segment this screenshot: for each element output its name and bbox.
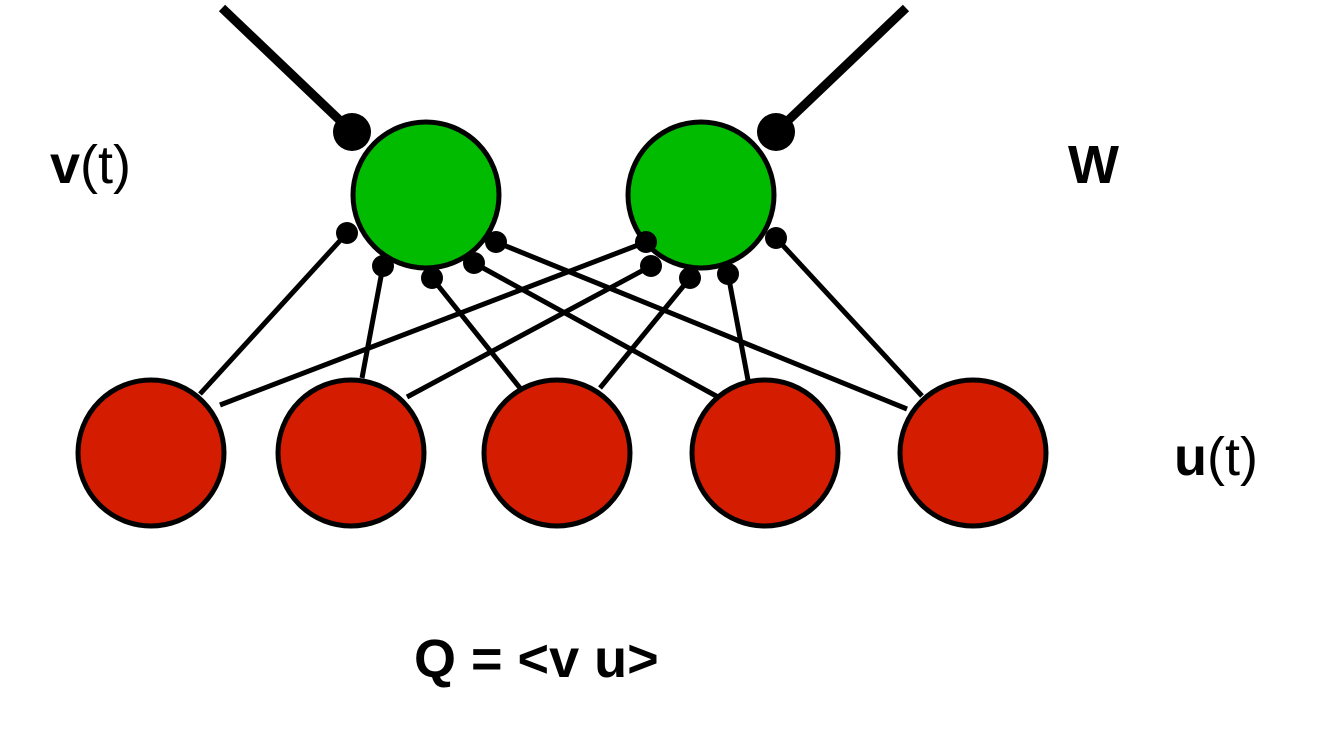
connection-u4-v1 xyxy=(472,260,720,400)
synapse-dot xyxy=(635,231,657,253)
input-symbol: u xyxy=(1174,427,1207,487)
incoming-synapse-right xyxy=(757,113,795,151)
synapse-dot xyxy=(372,255,394,277)
weight-matrix-label: W xyxy=(1068,135,1119,195)
input-neuron-2 xyxy=(275,377,427,529)
output-neuron-1 xyxy=(350,119,502,271)
synapse-dot xyxy=(717,263,739,285)
synapse-dot xyxy=(463,252,485,274)
output-time-arg: (t) xyxy=(80,135,132,195)
synapse-dot xyxy=(765,227,787,249)
output-symbol: v xyxy=(50,135,81,195)
incoming-axon-left xyxy=(218,4,356,136)
output-activity-label: v(t) xyxy=(50,138,131,192)
connection-u5-v1 xyxy=(495,239,908,412)
incoming-axon-right xyxy=(772,4,910,136)
synapse-dot xyxy=(485,231,507,253)
connection-u2-v1 xyxy=(359,265,386,379)
connection-u4-v2 xyxy=(725,273,751,381)
synapse-dot xyxy=(336,222,358,244)
output-neuron-2 xyxy=(625,119,777,271)
input-neuron-5 xyxy=(897,377,1049,529)
input-neuron-3 xyxy=(481,377,633,529)
input-time-arg: (t) xyxy=(1207,427,1258,487)
input-activity-label: u(t) xyxy=(1174,430,1258,484)
synapse-dot xyxy=(679,267,701,289)
correlation-formula: Q = <v u> xyxy=(414,629,659,689)
connection-u1-v2 xyxy=(219,239,647,408)
connection-u3-v1 xyxy=(430,276,522,390)
connection-u5-v2 xyxy=(774,236,924,398)
input-neuron-4 xyxy=(689,377,841,529)
synapse-dot xyxy=(640,255,662,277)
incoming-synapse-left xyxy=(333,113,371,151)
connection-u1-v1 xyxy=(198,231,349,396)
synapse-dot xyxy=(421,267,443,289)
connection-u3-v2 xyxy=(598,276,692,390)
input-neuron-1 xyxy=(75,377,227,529)
